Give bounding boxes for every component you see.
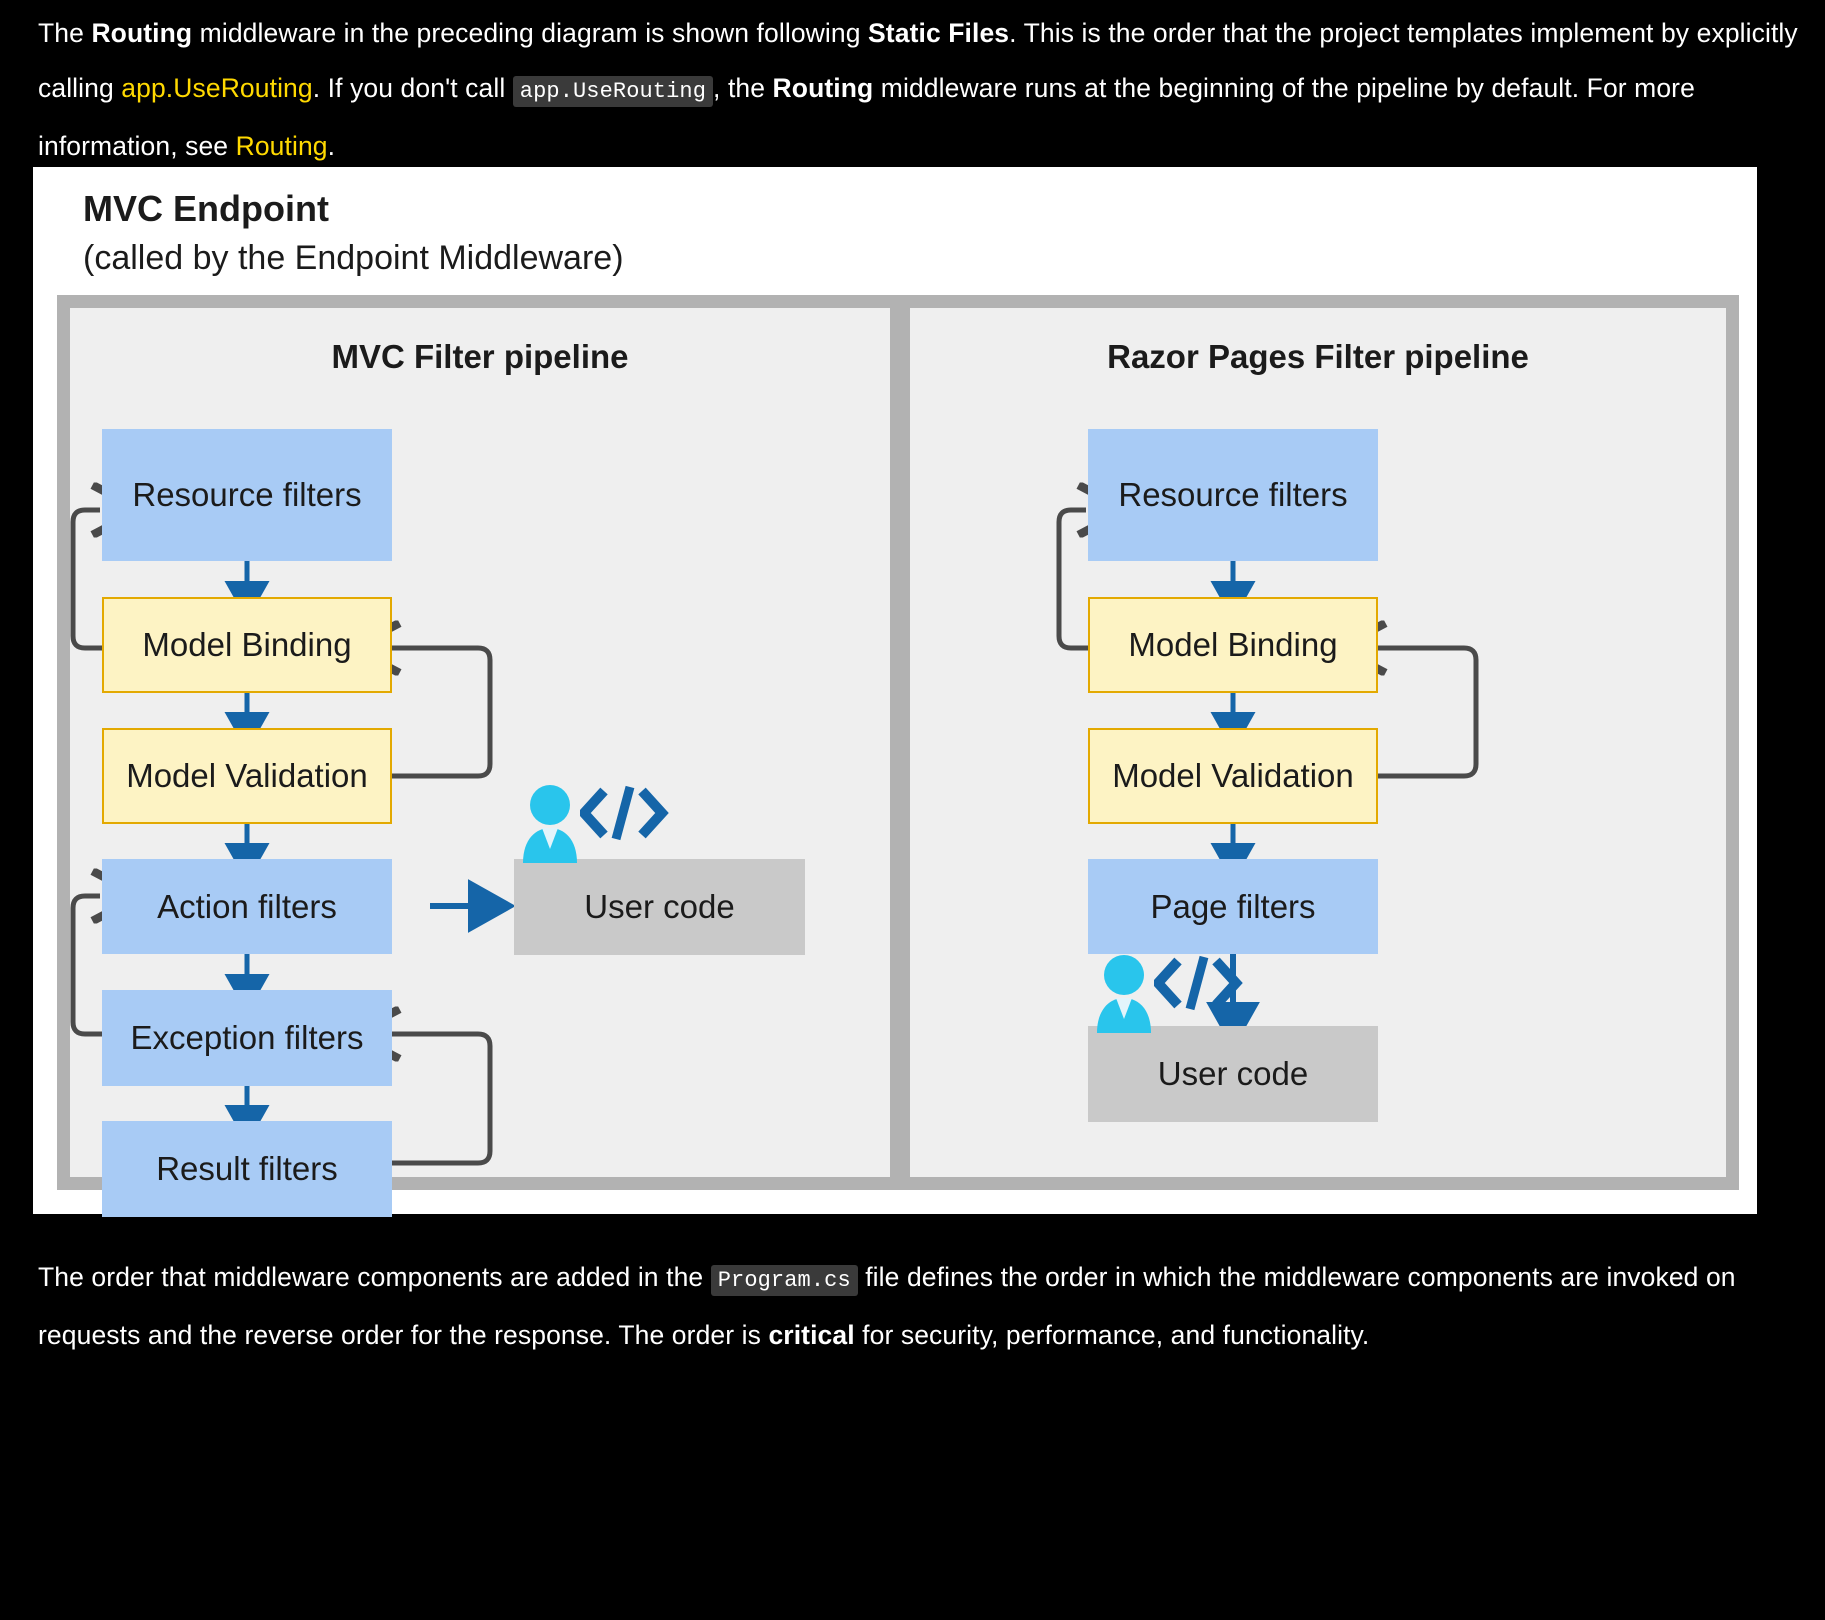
mvc-box-label: Exception filters [130, 1019, 364, 1056]
text-segment: middleware runs at the beginning of the … [38, 73, 1695, 161]
link-routing[interactable]: Routing [235, 131, 328, 161]
loop-binding-to-resource [1056, 510, 1092, 651]
loop-validation-to-binding [1374, 648, 1479, 779]
text-segment: . This is the order that the project tem… [38, 18, 1798, 103]
razor-pipeline-connectors [1056, 308, 1479, 1050]
bold-static-files: Static Files [868, 18, 1010, 48]
razor-box-label: Model Binding [1128, 626, 1338, 663]
loop-result-to-exception [388, 1034, 493, 1166]
outro-paragraph: The order that middleware components are… [0, 1250, 1825, 1363]
card-title-line1: MVC Endpoint [83, 188, 329, 229]
intro-paragraph: The Routing middleware in the preceding … [0, 6, 1825, 174]
text-segment: for security, performance, and functiona… [854, 1320, 1370, 1350]
razor-user-code-box[interactable]: User code [1088, 1026, 1378, 1122]
text-segment: The order that middleware components are… [38, 1262, 711, 1292]
mvc-box-label: Action filters [157, 887, 337, 925]
link-app-userouting[interactable]: app.UseRouting [121, 73, 313, 103]
text-segment: file defines the order in which the midd… [38, 1262, 1736, 1350]
text-segment: , the [713, 73, 773, 103]
loop-binding-to-resource [70, 510, 106, 651]
mvc-box-label: Model Validation [126, 757, 368, 794]
bold-routing-2: Routing [772, 73, 874, 103]
razor-box-label: Resource filters [1118, 476, 1348, 513]
razor-pages-filter-pipeline-panel: Razor Pages Filter pipeline [910, 308, 1726, 1177]
bold-routing: Routing [91, 18, 193, 48]
text-segment: . If you don't call [312, 73, 513, 103]
razor-user-code-avatar-group [1092, 953, 1272, 1035]
card-title: MVC Endpoint (called by the Endpoint Mid… [83, 185, 1483, 283]
user-person-icon [1097, 955, 1151, 1033]
code-angle-brackets-icon [1154, 955, 1243, 1011]
mvc-box-model-validation[interactable]: Model Validation [102, 728, 392, 824]
code-angle-brackets-icon [580, 785, 669, 841]
razor-user-code-label: User code [1157, 1055, 1309, 1092]
diagram-frame: MVC Filter pipeline [57, 295, 1739, 1217]
razor-pipeline-title: Razor Pages Filter pipeline [1107, 338, 1529, 375]
card-title-line2: (called by the Endpoint Middleware) [83, 239, 624, 277]
razor-box-model-validation[interactable]: Model Validation [1088, 728, 1378, 824]
loop-exception-to-action [70, 896, 106, 1037]
loop-validation-to-binding [388, 648, 493, 779]
mvc-box-label: Resource filters [132, 476, 362, 513]
text-segment: middleware in the preceding diagram is s… [192, 18, 869, 48]
razor-box-label: Model Validation [1112, 757, 1354, 794]
mvc-box-result-filters[interactable]: Result filters [102, 1121, 392, 1217]
mvc-filter-pipeline-panel: MVC Filter pipeline [70, 308, 890, 1217]
inline-code-program-cs: Program.cs [710, 1265, 858, 1296]
mvc-box-exception-filters[interactable]: Exception filters [102, 990, 392, 1086]
mvc-pipeline-connectors [70, 308, 516, 1166]
mvc-box-label: Result filters [156, 1150, 338, 1187]
mvc-box-model-binding[interactable]: Model Binding [102, 597, 392, 693]
razor-box-resource-filters[interactable]: Resource filters [1088, 429, 1378, 561]
mvc-user-code-avatar-group [518, 783, 698, 865]
mvc-user-code-label: User code [584, 888, 735, 925]
mvc-user-code-box[interactable]: User code [514, 859, 805, 955]
text-segment: . [327, 131, 336, 161]
mvc-box-resource-filters[interactable]: Resource filters [102, 429, 392, 561]
text-segment: The [38, 18, 92, 48]
razor-box-label: Page filters [1150, 887, 1316, 925]
razor-box-page-filters[interactable]: Page filters [1088, 859, 1378, 954]
inline-code-app-userouting: app.UseRouting [512, 76, 714, 107]
user-person-icon [523, 785, 577, 863]
mvc-box-action-filters[interactable]: Action filters [102, 859, 392, 954]
bold-critical: critical [768, 1320, 855, 1350]
diagram-card: MVC Endpoint (called by the Endpoint Mid… [33, 167, 1757, 1217]
mvc-pipeline-title: MVC Filter pipeline [331, 338, 629, 375]
mvc-box-label: Model Binding [142, 626, 352, 663]
razor-box-model-binding[interactable]: Model Binding [1088, 597, 1378, 693]
